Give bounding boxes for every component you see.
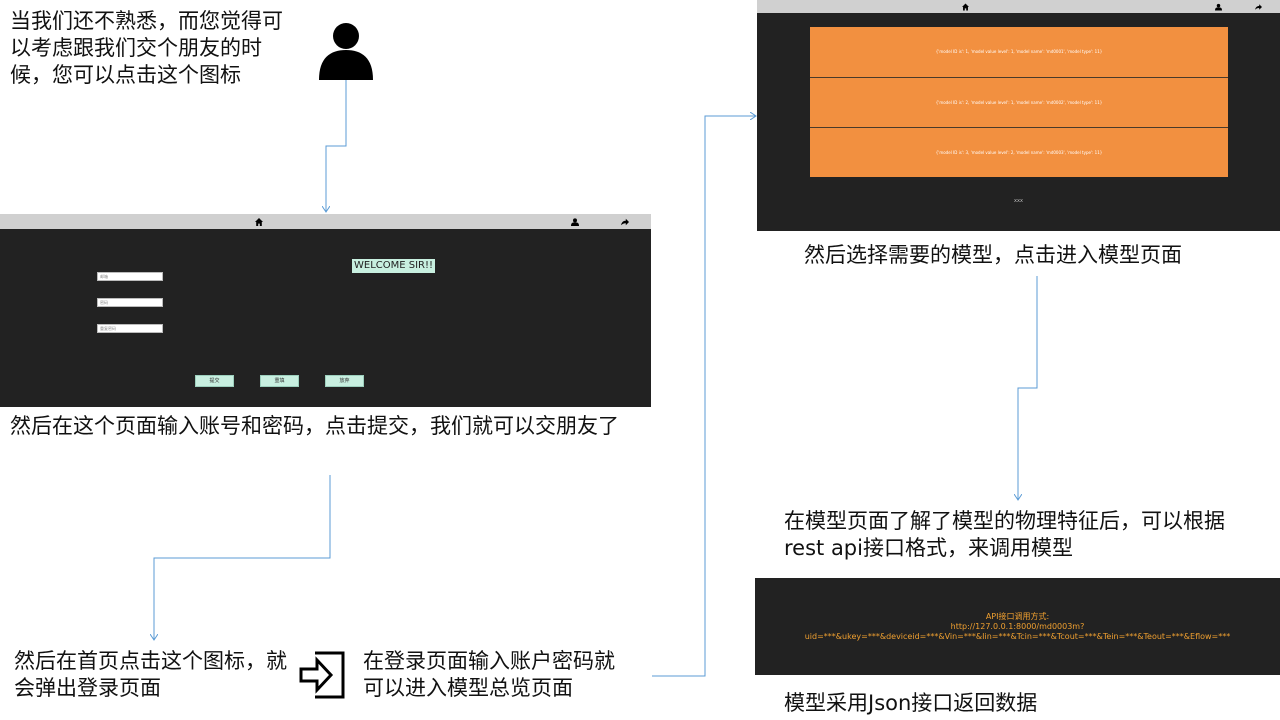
model-card-2[interactable]: {'model ID is': 2, 'model value level': … bbox=[810, 77, 1228, 127]
api-title: API接口调用方式: bbox=[985, 612, 1050, 621]
reset-button[interactable]: 重填 bbox=[260, 375, 299, 387]
home-icon[interactable] bbox=[962, 3, 969, 10]
models-window: {'model ID is': 1, 'model value level': … bbox=[757, 0, 1280, 231]
repeat-password-field[interactable]: 重复密码 bbox=[97, 324, 163, 333]
caption-step-enter-account: 在登录页面输入账户密码就可以进入模型总览页面 bbox=[363, 649, 615, 700]
api-info: API接口调用方式: http://127.0.0.1:8000/md0003m… bbox=[755, 612, 1280, 642]
email-field[interactable]: 邮箱 bbox=[97, 272, 163, 281]
caption-step-person: 当我们还不熟悉，而您觉得可以考虑跟我们交个朋友的时候，您可以点击这个图标 bbox=[10, 9, 283, 87]
login-window-title-bar bbox=[0, 214, 651, 229]
caption-step-login-form: 然后在这个页面输入账号和密码，点击提交，我们就可以交朋友了 bbox=[10, 414, 619, 438]
model-card-1[interactable]: {'model ID is': 1, 'model value level': … bbox=[810, 27, 1228, 77]
connector-form-to-home bbox=[154, 475, 331, 640]
exit-icon[interactable] bbox=[621, 218, 629, 226]
home-icon[interactable] bbox=[255, 217, 263, 226]
model-card-3[interactable]: {'model ID is': 3, 'model value level': … bbox=[810, 127, 1228, 177]
caption-step-model-page: 在模型页面了解了模型的物理特征后，可以根据rest api接口格式，来调用模型 bbox=[784, 509, 1225, 560]
login-window: 邮箱 密码 重复密码 WELCOME SIR!! 提交 重填 放弃 bbox=[0, 214, 651, 407]
caption-step-home-icon: 然后在首页点击这个图标，就会弹出登录页面 bbox=[14, 649, 287, 700]
api-url: http://127.0.0.1:8000/md0003m? bbox=[950, 622, 1085, 631]
caption-step-select-model: 然后选择需要的模型，点击进入模型页面 bbox=[804, 243, 1182, 267]
submit-button[interactable]: 提交 bbox=[195, 375, 234, 387]
models-footer: xxx bbox=[1014, 198, 1023, 204]
login-icon[interactable] bbox=[297, 649, 349, 701]
models-window-title-bar bbox=[757, 0, 1280, 13]
api-window: API接口调用方式: http://127.0.0.1:8000/md0003m… bbox=[755, 578, 1280, 675]
exit-icon[interactable] bbox=[1255, 3, 1262, 10]
person-icon[interactable] bbox=[318, 18, 374, 80]
user-icon[interactable] bbox=[1215, 3, 1222, 10]
user-icon[interactable] bbox=[571, 217, 579, 226]
connector-enter-to-models bbox=[652, 116, 756, 677]
give-up-button[interactable]: 放弃 bbox=[325, 375, 364, 387]
api-params: uid=***&ukey=***&deviceid=***&Vin=***&Ii… bbox=[804, 632, 1231, 641]
connector-person-to-login bbox=[326, 80, 347, 212]
welcome-banner: WELCOME SIR!! bbox=[352, 259, 436, 273]
password-field[interactable]: 密码 bbox=[97, 298, 163, 307]
connector-select-to-detail bbox=[1018, 276, 1038, 500]
caption-step-json: 模型采用Json接口返回数据 bbox=[784, 691, 1038, 715]
